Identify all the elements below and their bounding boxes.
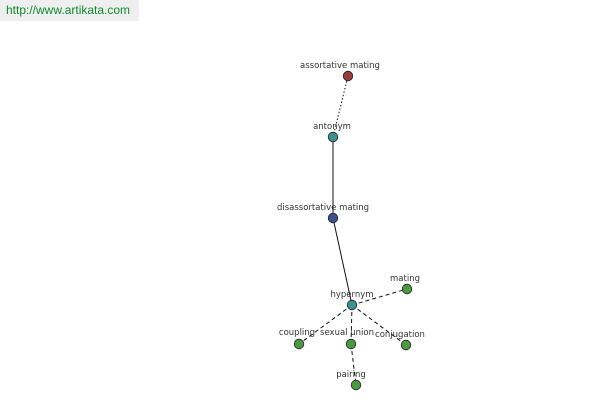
node-label: coupling xyxy=(279,328,315,338)
node-label: antonym xyxy=(313,122,351,132)
edge-hypernym-conjugation xyxy=(351,304,407,346)
source-link[interactable]: http://www.artikata.com xyxy=(0,0,139,21)
edge-disassortative-mating-hypernym xyxy=(332,217,353,306)
node-circle[interactable] xyxy=(350,379,362,391)
node-antonym[interactable]: antonym xyxy=(313,122,351,143)
node-circle[interactable] xyxy=(342,70,354,82)
node-coupling[interactable]: coupling xyxy=(279,328,315,350)
node-sexual-union[interactable]: sexual union xyxy=(320,328,374,350)
node-circle[interactable] xyxy=(327,212,339,224)
graph-edges xyxy=(298,75,408,386)
node-label: disassortative mating xyxy=(277,203,369,213)
node-circle[interactable] xyxy=(400,339,412,351)
node-disassortative-mating[interactable]: disassortative mating xyxy=(277,203,369,224)
node-pairing[interactable]: pairing xyxy=(336,370,366,391)
node-label: mating xyxy=(390,274,420,284)
node-label: pairing xyxy=(336,370,366,380)
node-mating[interactable]: mating xyxy=(390,274,420,295)
edge-hypernym-mating xyxy=(351,288,408,306)
node-conjugation[interactable]: conjugation xyxy=(375,330,425,351)
node-circle[interactable] xyxy=(401,283,413,295)
node-hypernym[interactable]: hypernym xyxy=(330,290,374,311)
node-label: hypernym xyxy=(330,290,373,300)
graph-nodes: assortative mating antonym disassortative … xyxy=(277,61,425,391)
node-circle[interactable] xyxy=(345,338,357,350)
node-circle[interactable] xyxy=(346,299,358,311)
edge-hypernym-sexual-union xyxy=(350,304,353,345)
edge-hypernym-coupling xyxy=(298,304,353,345)
node-assortative-mating[interactable]: assortative mating xyxy=(300,61,380,82)
node-label: assortative mating xyxy=(300,61,380,71)
node-circle[interactable] xyxy=(293,338,305,350)
node-label: sexual union xyxy=(320,328,374,338)
node-circle[interactable] xyxy=(327,131,339,143)
node-label: conjugation xyxy=(375,330,425,340)
